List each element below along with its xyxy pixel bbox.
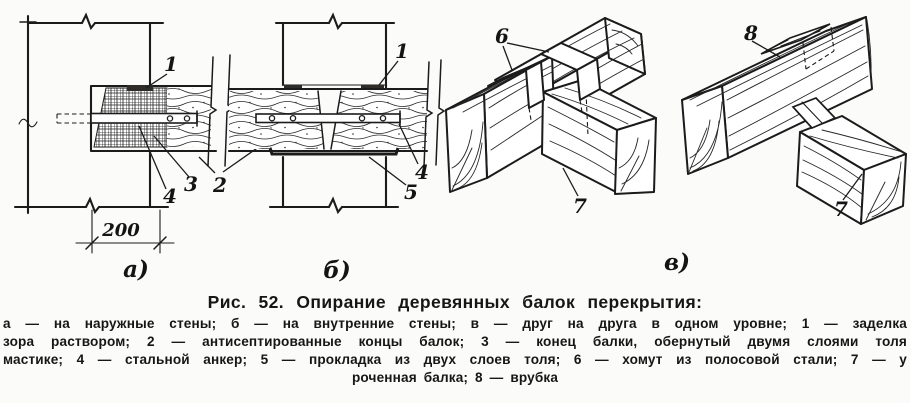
short-beam xyxy=(791,97,907,225)
strap-left xyxy=(487,61,545,121)
felt-pad xyxy=(268,147,400,156)
callout-a-3: 3 xyxy=(184,172,198,196)
callout-g-8: 8 xyxy=(743,21,758,45)
steel-anchor xyxy=(56,110,198,127)
front-beam xyxy=(541,79,657,195)
dovetail-notch xyxy=(760,23,835,70)
callout-a-2: 2 xyxy=(212,173,227,197)
view-label-a: а) xyxy=(123,256,149,283)
legend-line: а — на наружные стены; б — на внутренние… xyxy=(3,316,907,331)
view-label-b: б) xyxy=(323,257,351,284)
callouts-b: 1 4 5 xyxy=(368,39,429,204)
callouts-a: 1 4 3 2 xyxy=(138,52,264,208)
dimension-200: 200 xyxy=(75,209,175,254)
mortar-seal xyxy=(127,85,153,91)
callout-b-4: 4 xyxy=(415,160,429,184)
legend-line: мастике; 4 — стальной анкер; 5 — проклад… xyxy=(3,352,907,367)
view-v-strap-joint: 6 7 в) xyxy=(445,17,690,276)
callout-v-7: 7 xyxy=(573,194,587,218)
upper-pier xyxy=(274,12,396,91)
callout-a-4: 4 xyxy=(163,184,177,208)
lower-pier xyxy=(268,155,400,215)
view-notch-joint: 8 7 xyxy=(681,16,907,225)
callout-a-1: 1 xyxy=(164,52,178,76)
callouts-v: 6 7 xyxy=(495,24,587,218)
view-label-v: в) xyxy=(664,249,690,276)
figure-legend: а — на наружные стены; б — на внутренние… xyxy=(3,315,907,387)
legend-line: зора раствором; 2 — антисептированные ко… xyxy=(3,334,907,349)
break-lines-b-right xyxy=(423,59,446,168)
steel-strap-b xyxy=(255,110,401,127)
callout-g-7: 7 xyxy=(834,197,848,221)
callouts-g: 8 7 xyxy=(743,21,863,221)
view-b: 1 4 5 б) xyxy=(227,12,446,284)
legend-line: роченная балка; 8 — врубка xyxy=(351,370,559,385)
callout-b-1: 1 xyxy=(395,39,409,63)
callout-v-6: 6 xyxy=(495,24,509,48)
dovetail-tenon xyxy=(791,97,837,130)
callout-b-5: 5 xyxy=(404,180,418,204)
strap-back xyxy=(540,42,601,113)
view-a: 200 1 4 3 2 а) xyxy=(13,12,264,283)
figure-caption-title: Рис. 52. Опирание деревянных балок перек… xyxy=(207,292,703,312)
figure-drawing: 200 1 4 3 2 а) xyxy=(13,12,907,284)
dimension-value: 200 xyxy=(101,220,140,241)
long-beam xyxy=(681,16,873,175)
